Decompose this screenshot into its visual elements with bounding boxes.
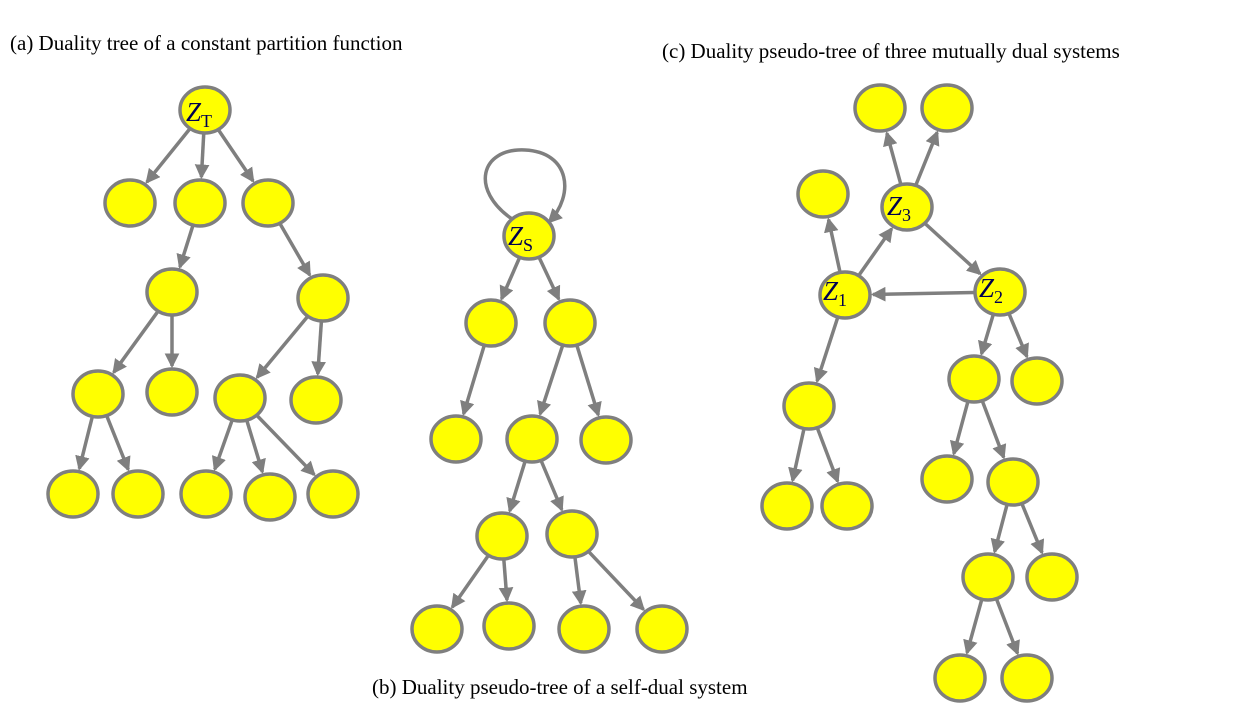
edge-a6-a10 (75, 416, 94, 471)
node-b5 (579, 415, 633, 465)
node-a14 (306, 469, 360, 519)
edge-z3-c1 (883, 131, 903, 185)
edge-b7-b10 (571, 557, 587, 606)
edge-c6-c9 (788, 429, 806, 483)
node-a9 (289, 375, 343, 425)
edge-a6-a11 (105, 415, 131, 472)
node-c1 (853, 83, 907, 133)
node-c11 (961, 552, 1015, 602)
node-a1 (103, 178, 157, 228)
node-b8 (410, 604, 464, 654)
edge-a4-a6 (112, 310, 159, 375)
node-a7 (145, 367, 199, 417)
edge-z1-c6 (813, 317, 840, 384)
node-a6 (71, 369, 125, 419)
node-a11 (111, 469, 165, 519)
edge-zs-self-loop (483, 148, 567, 224)
node-c7 (920, 454, 974, 504)
edge-b1-b3 (460, 345, 486, 417)
edge-zt-a2 (194, 133, 210, 180)
edge-zs-b1 (499, 257, 521, 301)
node-a10 (46, 469, 100, 519)
node-b1 (464, 298, 518, 348)
node-a12 (179, 469, 233, 519)
edge-z3-c2 (914, 130, 940, 186)
caption-b: (b) Duality pseudo-tree of a self-dual s… (372, 675, 748, 699)
edge-c4-c8 (980, 401, 1007, 460)
edge-b4-b6 (506, 461, 527, 514)
label-z3: Z3 (887, 191, 911, 225)
node-c4 (947, 354, 1001, 404)
label-zs: ZS (508, 221, 533, 255)
label-zt: ZT (186, 97, 212, 131)
edge-c11-c14 (995, 598, 1020, 656)
edge-a5-a8 (255, 315, 309, 380)
node-c8 (986, 457, 1040, 507)
node-c2 (920, 83, 974, 133)
nodes (46, 83, 1079, 703)
node-c12 (1025, 552, 1079, 602)
node-c9 (760, 481, 814, 531)
node-z2 (973, 267, 1027, 317)
caption-a: (a) Duality tree of a constant partition… (10, 31, 403, 55)
edge-b6-b8 (450, 555, 490, 610)
edge-b6-b9 (498, 559, 514, 603)
edge-z2-z1 (870, 286, 975, 302)
edge-b2-b4 (537, 345, 565, 417)
edge-b4-b7 (539, 460, 564, 512)
node-a4 (145, 267, 199, 317)
edge-a2-a4 (176, 225, 195, 270)
node-a3 (241, 178, 295, 228)
edge-z3-z2 (924, 222, 982, 276)
label-z2: Z2 (979, 273, 1003, 307)
node-z1 (818, 270, 872, 320)
node-z3 (880, 182, 934, 232)
label-z1: Z1 (823, 276, 847, 310)
node-zt (178, 85, 232, 135)
node-b10 (557, 604, 611, 654)
node-c13 (933, 653, 987, 703)
node-c14 (1000, 653, 1054, 703)
edge-c4-c7 (949, 401, 970, 456)
edge-a8-a14 (256, 414, 316, 477)
node-a2 (173, 178, 227, 228)
node-a13 (243, 472, 297, 522)
node-c6 (782, 381, 836, 431)
edge-a5-a9 (311, 321, 326, 377)
node-b4 (505, 414, 559, 464)
node-b11 (635, 604, 689, 654)
edge-z2-c4 (978, 314, 995, 357)
node-b2 (543, 298, 597, 348)
caption-c: (c) Duality pseudo-tree of three mutuall… (662, 39, 1120, 63)
node-c5 (1010, 356, 1064, 406)
node-a8 (213, 373, 267, 423)
edge-a8-a13 (245, 420, 266, 475)
edge-zt-a3 (217, 129, 255, 183)
edge-c11-c13 (963, 599, 984, 655)
edge-b7-b11 (587, 550, 646, 612)
node-zs (502, 211, 556, 261)
edge-c6-c10 (815, 428, 841, 484)
edge-a8-a12 (211, 420, 234, 472)
node-b7 (545, 509, 599, 559)
edge-zt-a1 (145, 128, 191, 184)
edge-b2-b5 (575, 345, 602, 418)
edges (75, 128, 1045, 656)
edge-c8-c11 (990, 504, 1009, 554)
node-b3 (429, 414, 483, 464)
node-b9 (482, 601, 536, 651)
edge-a3-a5 (278, 223, 312, 278)
edge-z2-c5 (1007, 313, 1029, 359)
edge-zs-b2 (537, 257, 561, 302)
node-c10 (820, 481, 874, 531)
edge-c8-c12 (1020, 503, 1045, 555)
edge-z1-c3 (824, 217, 842, 272)
node-a5 (296, 273, 350, 323)
edge-z1-z3 (857, 226, 894, 276)
node-c3 (796, 169, 850, 219)
node-b6 (475, 511, 529, 561)
